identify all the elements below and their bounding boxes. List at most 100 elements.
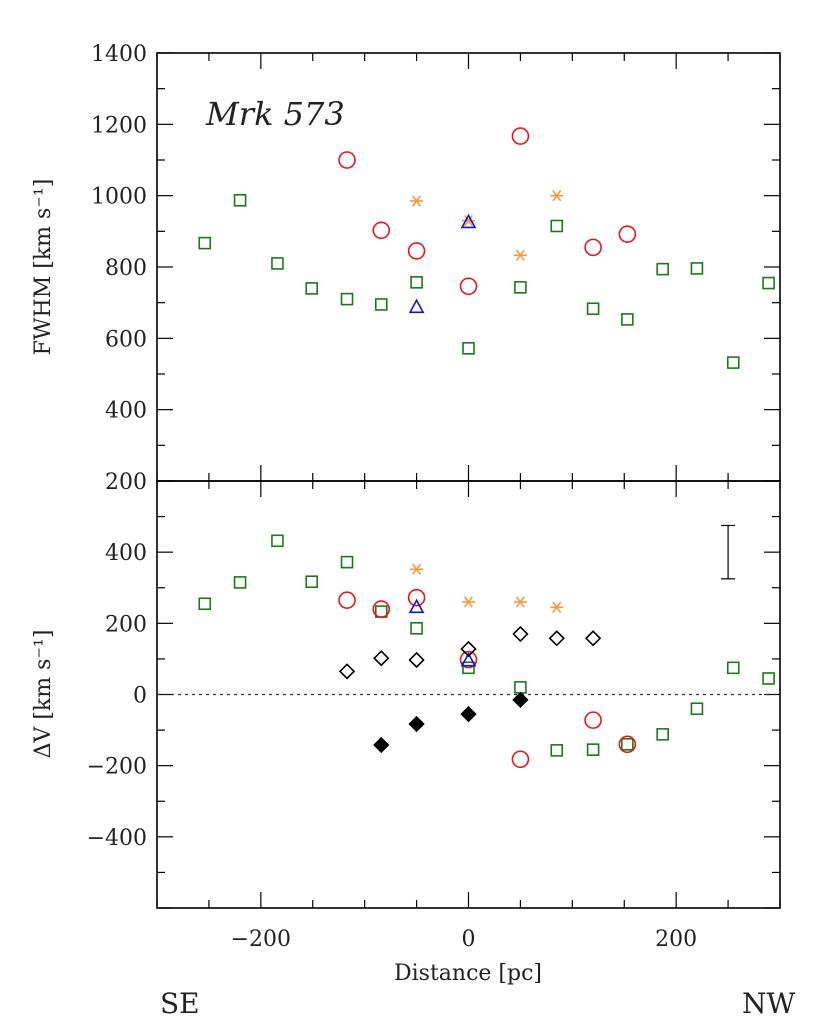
data-point-diamond-open xyxy=(338,663,356,680)
bottom-y-axis-title: ΔV [km s⁻¹] xyxy=(31,630,56,759)
data-point-diamond-filled xyxy=(512,691,529,708)
data-point-square xyxy=(233,194,247,207)
data-point-asterisk xyxy=(550,601,564,614)
asterisk-stroke xyxy=(515,249,525,261)
data-point-square xyxy=(621,313,634,326)
data-point-square xyxy=(550,219,564,233)
data-point-circle xyxy=(338,151,356,169)
asterisk-stroke xyxy=(412,563,422,575)
data-point-asterisk xyxy=(462,596,475,608)
data-point-square xyxy=(462,342,475,355)
y-tick-label: 400 xyxy=(105,541,147,566)
data-point-triangle xyxy=(408,598,425,614)
asterisk-stroke xyxy=(463,596,474,608)
data-point-square xyxy=(656,728,669,741)
data-point-square xyxy=(305,282,319,295)
data-point-square xyxy=(340,292,354,306)
data-point-circle xyxy=(459,650,478,669)
data-point-triangle xyxy=(460,213,477,229)
data-point-asterisk xyxy=(462,214,475,227)
data-point-circle xyxy=(407,588,426,607)
data-point-diamond-open xyxy=(460,640,477,658)
data-point-circle xyxy=(618,735,637,754)
data-point-square xyxy=(514,681,527,694)
data-point-square xyxy=(621,738,634,751)
y-tick-label: −400 xyxy=(87,826,147,851)
y-tick-label: 1400 xyxy=(91,42,147,67)
data-point-square xyxy=(305,575,319,589)
data-point-square xyxy=(410,276,423,289)
asterisk-stroke xyxy=(552,189,562,202)
y-tick-label: 0 xyxy=(133,684,147,709)
data-point-square xyxy=(198,236,212,250)
data-point-square xyxy=(726,661,740,675)
data-point-asterisk xyxy=(513,249,527,261)
data-point-diamond-open xyxy=(373,650,390,667)
data-point-square xyxy=(690,702,704,716)
data-point-square xyxy=(462,661,475,675)
data-point-square xyxy=(690,262,704,275)
y-tick-label: 1000 xyxy=(91,185,147,210)
data-point-circle xyxy=(338,591,356,610)
data-point-asterisk xyxy=(410,563,424,575)
y-tick-label: 800 xyxy=(105,256,147,281)
data-point-diamond-filled xyxy=(460,705,477,723)
data-point-circle xyxy=(584,238,602,257)
data-point-asterisk xyxy=(410,195,424,207)
x-axis-title: Distance [pc] xyxy=(394,961,542,986)
data-point-square xyxy=(198,597,212,611)
asterisk-stroke xyxy=(463,214,474,227)
data-point-square xyxy=(762,276,775,290)
data-point-square xyxy=(271,257,284,270)
asterisk-stroke xyxy=(552,601,562,614)
data-point-diamond-open xyxy=(584,630,602,647)
error-bar xyxy=(721,524,736,580)
data-point-circle xyxy=(618,225,637,243)
data-point-square xyxy=(762,672,775,685)
data-point-circle xyxy=(459,277,478,296)
direction-label-se: SE xyxy=(160,987,200,1020)
data-point-diamond-open xyxy=(512,625,529,643)
y-tick-label: 1200 xyxy=(91,113,147,138)
data-point-circle xyxy=(511,127,530,145)
data-point-circle xyxy=(372,600,391,618)
y-tick-label: −200 xyxy=(87,755,147,780)
data-point-diamond-filled xyxy=(373,736,390,754)
data-point-square xyxy=(586,302,600,316)
data-point-square xyxy=(726,356,740,369)
data-point-square xyxy=(586,743,600,756)
direction-label-nw: NW xyxy=(742,987,796,1020)
data-point-triangle xyxy=(460,652,477,667)
data-point-square xyxy=(550,744,564,757)
y-tick-label: 200 xyxy=(105,612,147,637)
x-tick-label: −200 xyxy=(231,927,291,952)
data-point-diamond-open xyxy=(408,651,425,669)
data-point-triangle xyxy=(408,298,425,314)
bottom-panel: −400 −200 0 200 400 −200 0 200 xyxy=(87,480,781,952)
data-point-diamond-filled xyxy=(408,715,425,733)
x-tick-label: 0 xyxy=(462,927,476,952)
data-point-circle xyxy=(372,221,391,240)
data-point-circle xyxy=(407,242,426,260)
data-point-square xyxy=(410,622,423,635)
data-point-circle xyxy=(584,711,602,729)
data-point-square xyxy=(514,281,527,294)
data-point-square xyxy=(233,576,247,589)
object-name-annotation: Mrk 573 xyxy=(205,95,345,133)
asterisk-stroke xyxy=(515,596,525,608)
data-point-square xyxy=(656,262,669,276)
y-tick-label: 600 xyxy=(105,327,147,352)
data-point-square xyxy=(271,534,284,548)
data-point-square xyxy=(340,555,354,569)
data-point-asterisk xyxy=(550,189,564,202)
top-y-axis-title: FWHM [km s⁻¹] xyxy=(31,179,56,356)
data-point-diamond-open xyxy=(548,630,565,647)
data-point-square xyxy=(374,298,388,311)
asterisk-stroke xyxy=(412,195,422,207)
x-tick-label: 200 xyxy=(655,927,697,952)
y-tick-label: 400 xyxy=(105,399,147,424)
data-point-circle xyxy=(511,750,530,769)
data-point-asterisk xyxy=(513,596,527,608)
